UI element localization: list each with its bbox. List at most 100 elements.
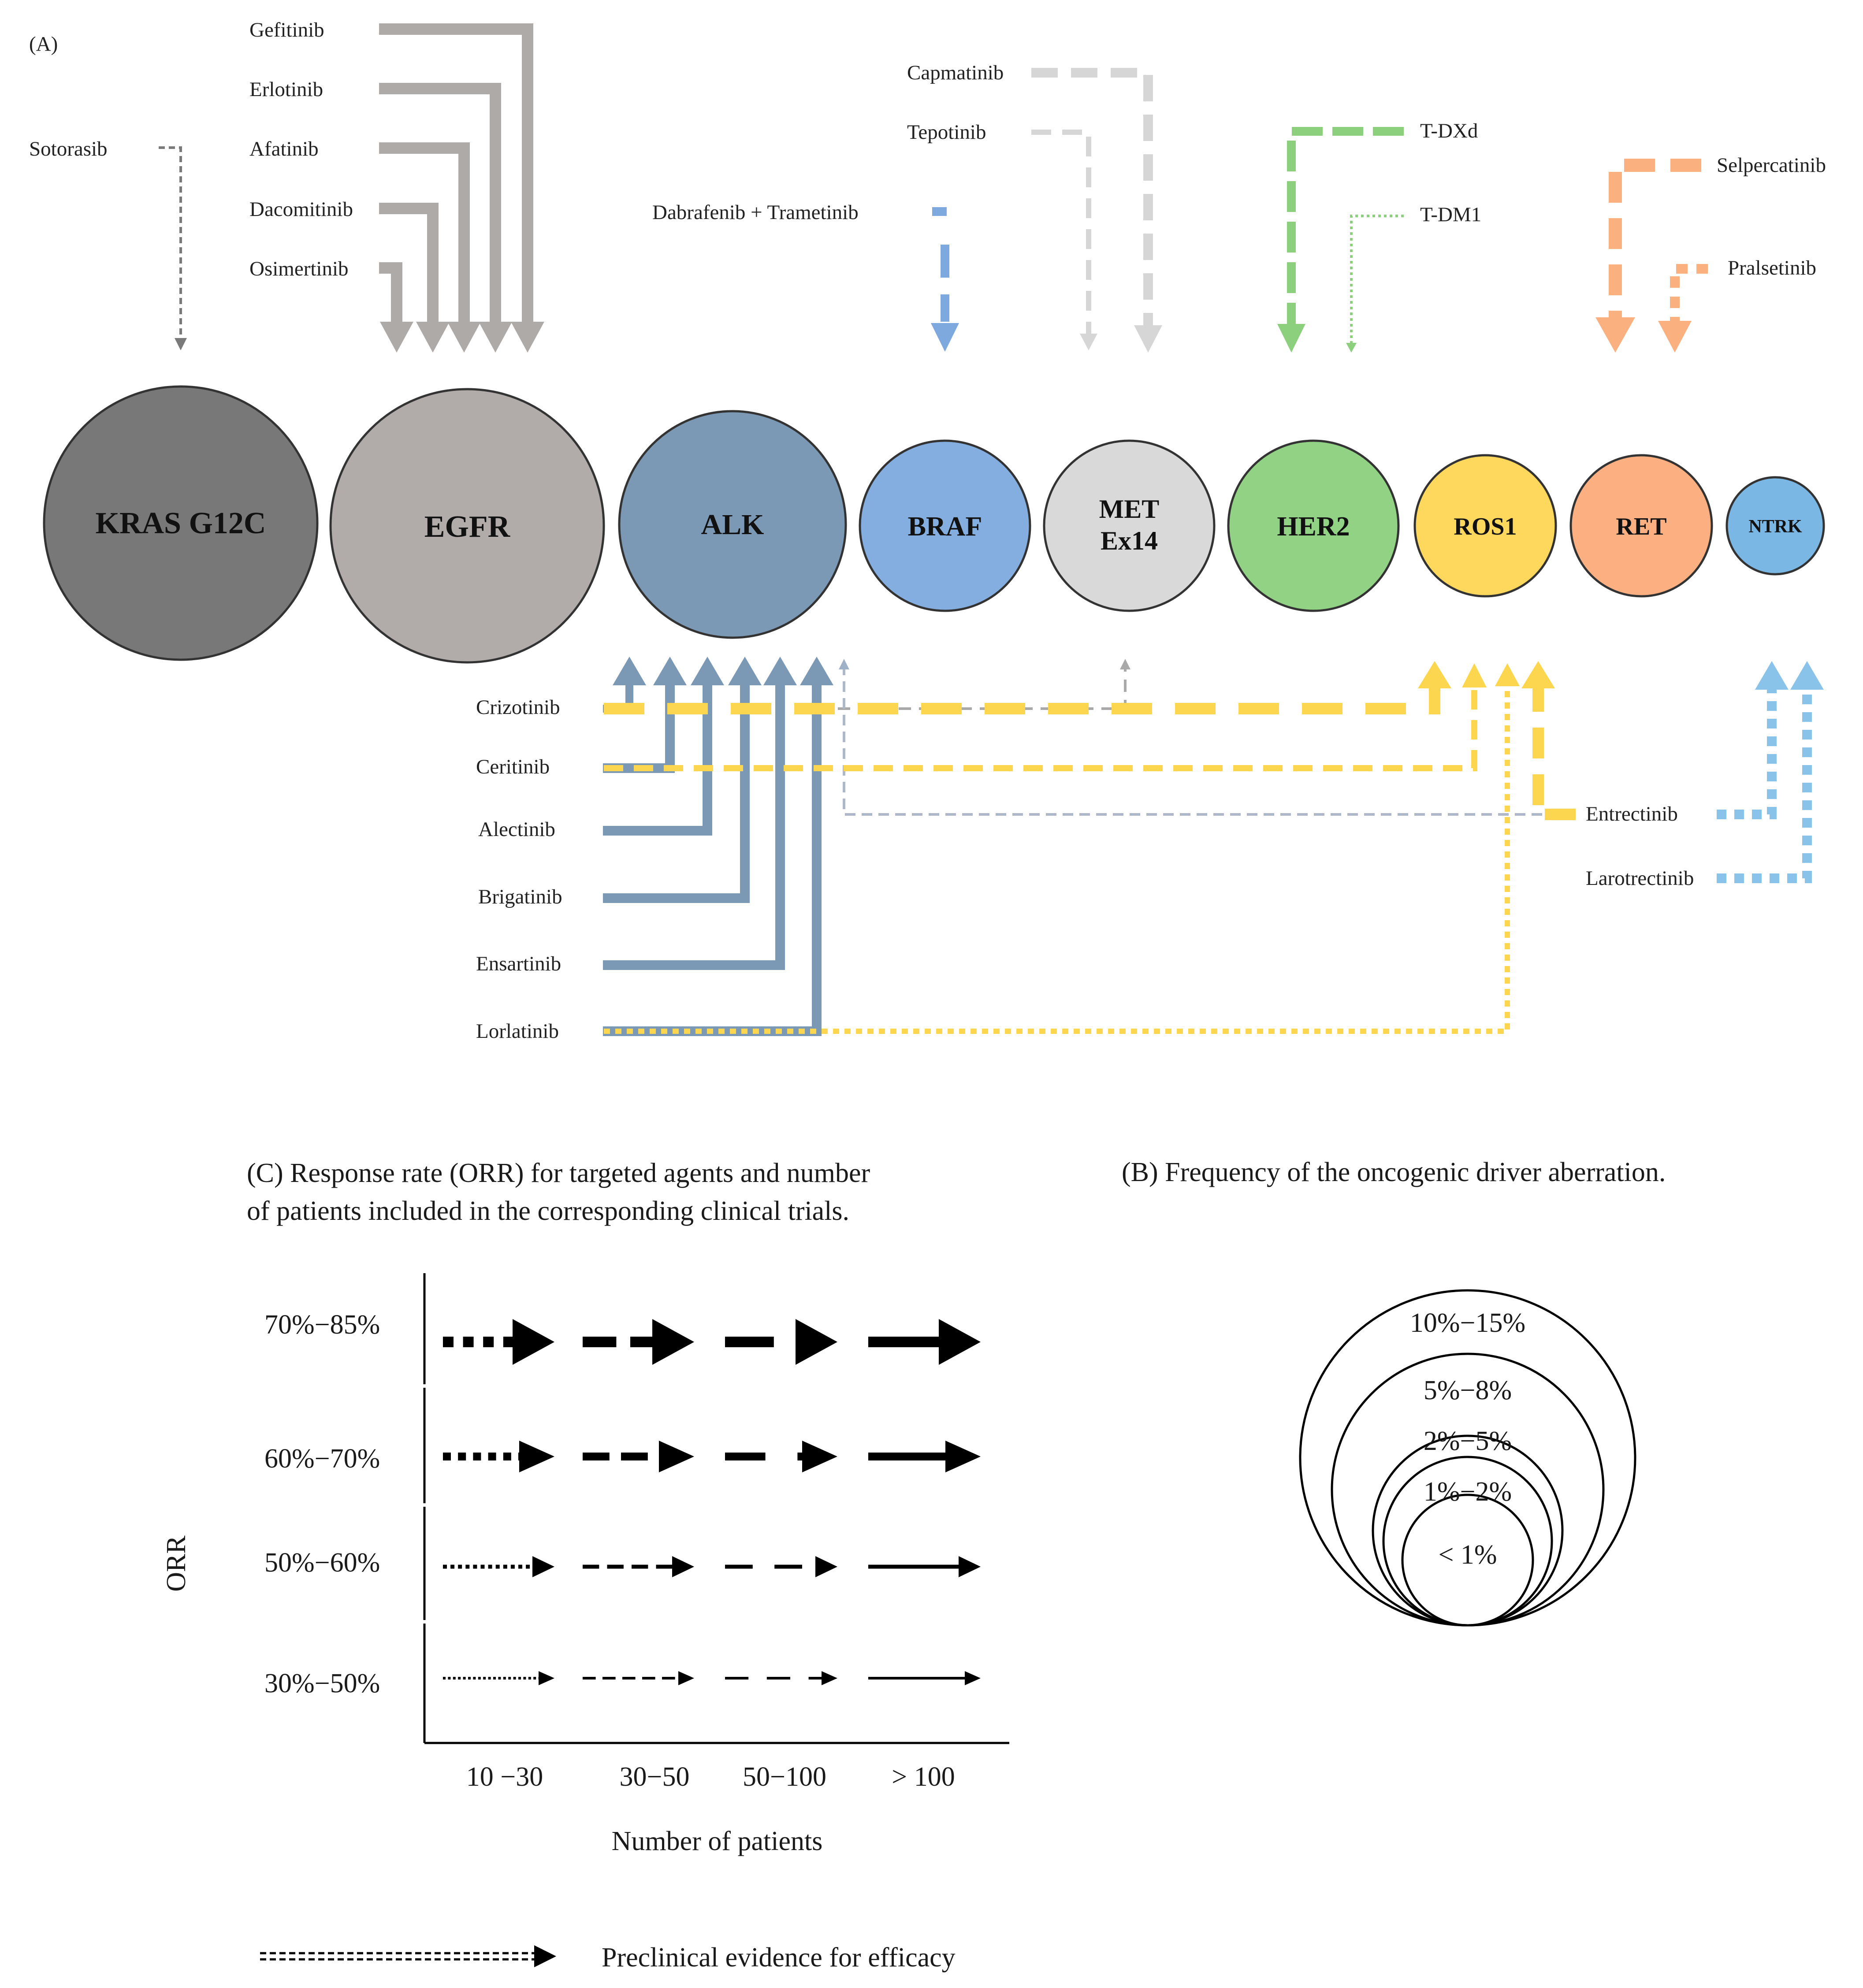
- driver-egfr-circle: [329, 388, 605, 664]
- panel-c-caption-line2: of patients included in the correspondin…: [247, 1196, 849, 1226]
- legend-arrow-r3c0-head: [539, 1671, 554, 1685]
- orr-bin-label-3: 30%−50%: [264, 1668, 380, 1698]
- driver-alk-circle: [618, 410, 847, 639]
- panel-a-label: (A): [29, 33, 58, 56]
- arrow-dabrafenib-head: [931, 323, 959, 352]
- drug-label-brigatinib: Brigatinib: [478, 885, 562, 908]
- arrow-osimertinib-head: [380, 322, 413, 353]
- legend-arrow-r2c1-head: [672, 1556, 694, 1577]
- drug-label-dacomitinib: Dacomitinib: [249, 198, 353, 221]
- drug-label-alectinib: Alectinib: [478, 818, 555, 841]
- drug-label-gefitinib: Gefitinib: [249, 19, 324, 41]
- arrow-crizotinib-alk-head: [613, 657, 646, 685]
- legend-arrow-r0c1-head: [652, 1319, 694, 1365]
- arrow-ceritinib-alk-line: [603, 681, 675, 773]
- arrow-selpercatinib-line: [1609, 159, 1701, 317]
- panel-c-col-labels: 10 −30 30−50 50−100 > 100: [466, 1762, 955, 1792]
- legend-arrow-r1c2-head: [802, 1441, 837, 1472]
- driver-ntrk-label: NTRK: [1748, 517, 1802, 537]
- arrow-tdm1-line: [1350, 215, 1404, 344]
- arrow-lorlatinib-ros1-line: [604, 685, 1510, 1034]
- panel-c-arrow-grid: [421, 1270, 981, 1685]
- arrow-entrectinib-ros1-head: [1521, 661, 1555, 688]
- arrow-brigatinib-alk-line: [603, 681, 750, 903]
- driver-her2: HER2: [1227, 439, 1400, 612]
- arrow-erlotinib-head: [479, 322, 512, 353]
- legend-arrow-r3c3-head: [965, 1671, 981, 1685]
- arrow-dacomitinib-head: [416, 322, 450, 353]
- driver-ros1-circle: [1413, 454, 1557, 598]
- panel-c-x-label: Number of patients: [612, 1826, 823, 1856]
- arrow-ensartinib-alk-line: [603, 681, 785, 970]
- driver-her2-label: HER2: [1277, 512, 1350, 542]
- arrow-capmatinib-line: [1031, 68, 1153, 331]
- ring-label-2-5: 2%−5%: [1424, 1426, 1512, 1456]
- driver-ret-label: RET: [1616, 513, 1666, 540]
- legend-arrow-r3c2-head: [822, 1671, 837, 1685]
- patient-bin-label-0: 10 −30: [466, 1762, 543, 1792]
- driver-kras-circle: [43, 385, 319, 661]
- arrow-entrectinib-alk-head: [839, 659, 849, 669]
- arrow-alectinib-alk-head: [691, 657, 724, 685]
- arrow-tepotinib-line: [1031, 130, 1091, 339]
- panel-c-row-labels: 70%−85% 60%−70% 50%−60% 30%−50%: [264, 1310, 380, 1698]
- drug-label-erlotinib: Erlotinib: [249, 78, 323, 101]
- panel-b-rings: 10%−15% 5%−8% 2%−5% 1%−2% < 1%: [1299, 1289, 1636, 1627]
- arrow-capmatinib-head: [1134, 325, 1162, 353]
- drug-label-afatinib: Afatinib: [249, 137, 319, 160]
- arrow-pralsetinib-head: [1658, 321, 1692, 353]
- panel-c-axes: [423, 1271, 1009, 1744]
- legend-arrow-r2c0-head: [532, 1556, 554, 1577]
- driver-ntrk-circle: [1725, 476, 1825, 576]
- preclinical-legend-arrowhead: [534, 1945, 556, 1967]
- arrow-crizotinib-ros1-head: [1418, 661, 1451, 688]
- driver-kras-label: KRAS G12C: [96, 506, 266, 540]
- arrow-tepotinib-head: [1080, 334, 1097, 350]
- drug-label-lorlatinib: Lorlatinib: [476, 1020, 559, 1043]
- ring-label-10-15: 10%−15%: [1410, 1308, 1525, 1338]
- drug-label-sotorasib: Sotorasib: [29, 137, 108, 160]
- arrow-sotorasib-line: [159, 146, 182, 337]
- arrow-lorlatinib-alk-head: [800, 657, 833, 685]
- ring-label-1-2: 1%−2%: [1424, 1477, 1512, 1507]
- arrow-ceritinib-ros1-head: [1462, 663, 1487, 687]
- legend-arrow-r2c2-head: [815, 1556, 837, 1577]
- legend-arrow-r0c0-head: [513, 1319, 554, 1365]
- drug-label-larotrectinib: Larotrectinib: [1586, 867, 1694, 890]
- arrow-gefitinib-line: [379, 23, 533, 324]
- arrow-pralsetinib-line: [1670, 264, 1708, 322]
- drug-label-selpercatinib: Selpercatinib: [1717, 154, 1826, 177]
- drug-label-tdm1: T-DM1: [1420, 203, 1481, 226]
- arrow-alectinib-alk-line: [603, 681, 712, 836]
- arrow-afatinib-line: [379, 142, 470, 324]
- driver-egfr-label: EGFR: [424, 510, 511, 544]
- patient-bin-label-2: 50−100: [743, 1762, 826, 1792]
- legend-arrow-r3c1-head: [678, 1671, 694, 1685]
- driver-ret-circle: [1569, 454, 1713, 598]
- drug-label-crizotinib: Crizotinib: [476, 696, 560, 719]
- arrow-osimertinib-line: [379, 262, 402, 324]
- legend-arrow-r1c1-head: [659, 1441, 694, 1472]
- top-drug-labels: Sotorasib Gefitinib Erlotinib Afatinib D…: [29, 19, 1826, 280]
- arrow-entrectinib-alk-line: [843, 668, 1576, 816]
- arrow-gefitinib-head: [511, 322, 544, 353]
- drug-label-osimertinib: Osimertinib: [249, 257, 349, 280]
- arrow-tdm1-head: [1346, 343, 1357, 353]
- drug-label-ensartinib: Ensartinib: [476, 952, 561, 975]
- arrow-brigatinib-alk-head: [728, 657, 762, 685]
- driver-egfr: EGFR: [329, 388, 605, 664]
- legend-arrow-r0c2-head: [796, 1319, 837, 1365]
- driver-braf: BRAF: [859, 439, 1031, 612]
- ring-label-5-8: 5%−8%: [1424, 1375, 1512, 1405]
- driver-alk-label: ALK: [701, 509, 764, 541]
- driver-met-circle: [1043, 439, 1216, 612]
- arrow-larotrectinib-ntrk-head: [1790, 661, 1824, 690]
- driver-ros1-label: ROS1: [1454, 513, 1517, 540]
- panel-c-caption-line1: (C) Response rate (ORR) for targeted age…: [247, 1158, 870, 1188]
- patient-bin-label-1: 30−50: [620, 1762, 690, 1792]
- ring-lt1: [1401, 1494, 1534, 1627]
- arrow-crizotinib-ros1-line: [604, 685, 1440, 714]
- legend-arrow-r1c3-head: [945, 1441, 981, 1472]
